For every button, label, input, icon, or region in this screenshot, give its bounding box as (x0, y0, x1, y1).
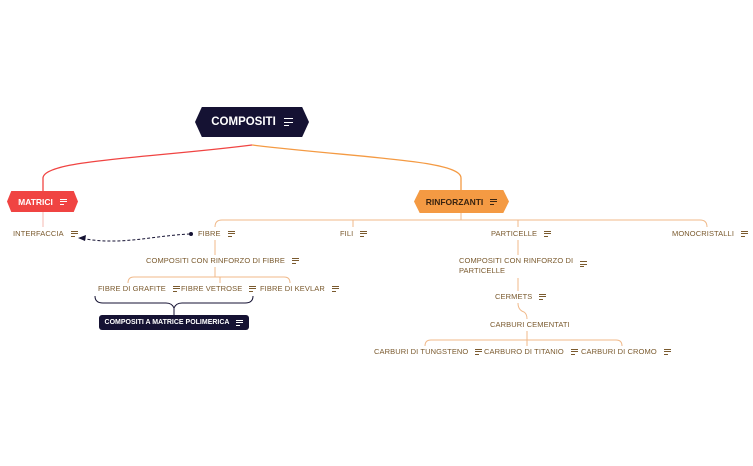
branch-node-rinforzanti[interactable]: RINFORZANTI (414, 190, 509, 213)
connector-rinforzanti-bus (214, 213, 708, 228)
topic-label: FIBRE DI GRAFITE (98, 284, 166, 293)
topic-fibre-di-grafite[interactable]: FIBRE DI GRAFITE (98, 284, 180, 293)
topic-monocristalli[interactable]: MONOCRISTALLI (672, 229, 749, 238)
notes-icon[interactable] (236, 319, 244, 326)
topic-label: PARTICELLE (491, 229, 538, 238)
relationship-start-dot (189, 232, 193, 236)
topic-label: CARBURI DI TUNGSTENO (374, 347, 469, 356)
notes-icon[interactable] (544, 230, 552, 237)
topic-label-line2: PARTICELLE (459, 266, 506, 275)
root-node-label: COMPOSITI (211, 116, 276, 128)
topic-label: FILI (340, 229, 354, 238)
topic-label: COMPOSITI CON RINFORZO DI FIBRE (146, 256, 285, 265)
root-node-compositi[interactable]: COMPOSITI (195, 107, 309, 137)
connector-carburi-types (424, 331, 623, 347)
notes-icon[interactable] (475, 348, 483, 355)
branch-label-rinforzanti: RINFORZANTI (425, 196, 484, 207)
connector-fibre-types (127, 267, 291, 284)
topic-label: CARBURO DI TITANIO (484, 347, 564, 356)
topic-label: FIBRE VETROSE (181, 284, 243, 293)
topic-label: CERMETS (495, 292, 533, 301)
summary-brace (94, 295, 254, 310)
notes-icon[interactable] (283, 118, 293, 126)
topic-fili[interactable]: FILI (340, 229, 368, 238)
branch-node-matrici[interactable]: MATRICI (7, 191, 78, 212)
connector-cermets-carburi (517, 302, 528, 320)
topic-fibre-vetrose[interactable]: FIBRE VETROSE (181, 284, 257, 293)
relationship-arrow (79, 233, 191, 242)
topic-label: CARBURI CEMENTATI (490, 320, 570, 329)
topic-label: FIBRE (198, 229, 221, 238)
connector-root-rinforzanti (251, 144, 462, 190)
notes-icon[interactable] (291, 257, 299, 264)
topic-fibre-di-kevlar[interactable]: FIBRE DI KEVLAR (260, 284, 339, 293)
topic-compositi-rinforzo-particelle[interactable]: COMPOSITI CON RINFORZO DI PARTICELLE (459, 256, 588, 276)
summary-label: COMPOSITI A MATRICE POLIMERICA (104, 319, 230, 326)
topic-carburi-di-tungsteno[interactable]: CARBURI DI TUNGSTENO (374, 347, 483, 356)
topic-label: FIBRE DI KEVLAR (260, 284, 325, 293)
branch-label-matrici: MATRICI (18, 196, 53, 207)
topic-cermets[interactable]: CERMETS (495, 292, 547, 301)
notes-icon[interactable] (227, 230, 235, 237)
notes-icon[interactable] (70, 230, 78, 237)
topic-compositi-rinforzo-fibre[interactable]: COMPOSITI CON RINFORZO DI FIBRE (146, 256, 299, 265)
relationship-arrowhead (78, 235, 86, 241)
topic-carburi-di-cromo[interactable]: CARBURI DI CROMO (581, 347, 671, 356)
topic-label: INTERFACCIA (13, 229, 64, 238)
notes-icon[interactable] (741, 230, 749, 237)
connector-root-matrici (42, 144, 253, 191)
notes-icon[interactable] (249, 285, 257, 292)
notes-icon[interactable] (172, 285, 180, 292)
topic-interfaccia[interactable]: INTERFACCIA (13, 229, 78, 238)
topic-label-line1: COMPOSITI CON RINFORZO DI (459, 256, 574, 265)
notes-icon[interactable] (490, 198, 498, 205)
notes-icon[interactable] (360, 230, 368, 237)
topic-carburo-di-titanio[interactable]: CARBURO DI TITANIO (484, 347, 578, 356)
notes-icon[interactable] (570, 348, 578, 355)
topic-carburi-cementati[interactable]: CARBURI CEMENTATI (490, 320, 570, 329)
topic-fibre[interactable]: FIBRE (198, 229, 235, 238)
notes-icon[interactable] (663, 348, 671, 355)
notes-icon[interactable] (539, 293, 547, 300)
notes-icon[interactable] (331, 285, 339, 292)
topic-label: CARBURI DI CROMO (581, 347, 657, 356)
topic-label: MONOCRISTALLI (672, 229, 735, 238)
topic-particelle[interactable]: PARTICELLE (491, 229, 552, 238)
notes-icon[interactable] (59, 198, 67, 205)
summary-compositi-matrice-polimerica[interactable]: COMPOSITI A MATRICE POLIMERICA (99, 315, 249, 330)
notes-icon[interactable] (580, 261, 588, 267)
topic-label: COMPOSITI CON RINFORZO DI PARTICELLE (459, 256, 573, 276)
